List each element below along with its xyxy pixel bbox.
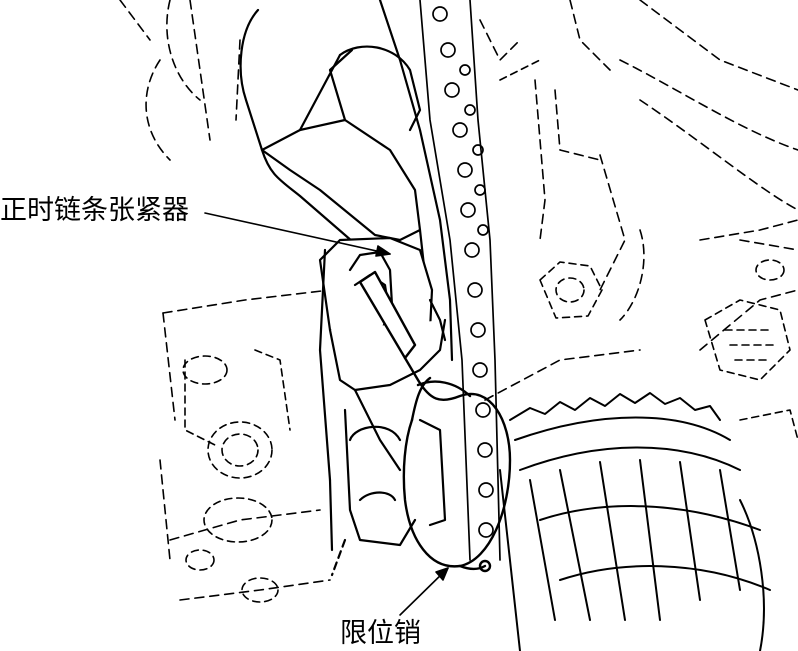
timing-chain xyxy=(419,0,501,561)
timing-chain-tensioner-label: 正时链条张紧器 xyxy=(0,195,189,226)
leader-lines xyxy=(204,212,449,616)
engine-block-hidden-lines xyxy=(119,0,798,601)
stop-pin xyxy=(358,270,512,573)
right-side-bolts xyxy=(499,59,798,441)
lower-left-bosses xyxy=(182,349,291,603)
stop-pin-label: 限位销 xyxy=(340,618,421,649)
stop-pin-arrowhead xyxy=(435,567,449,581)
crankshaft-sprocket xyxy=(499,392,771,651)
tensioner-leader-line xyxy=(204,212,391,255)
tensioner-arrowhead xyxy=(375,245,391,257)
